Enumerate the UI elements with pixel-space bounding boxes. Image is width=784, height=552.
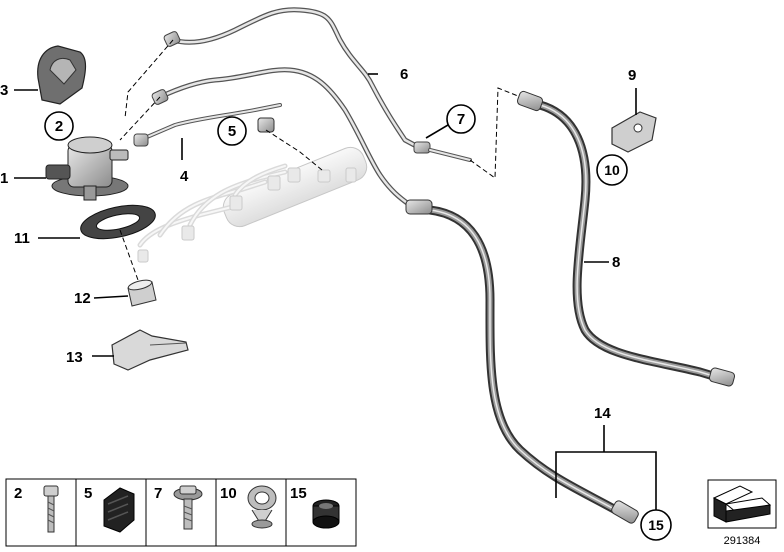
reference-box: 291384 (707, 479, 777, 547)
callout-10: 10 (604, 162, 620, 178)
callout-4: 4 (180, 168, 189, 185)
pump-gasket[interactable] (78, 199, 159, 244)
callout-12: 12 (74, 290, 91, 307)
legend-item-7[interactable]: 7 (154, 485, 203, 530)
callout-9: 9 (628, 67, 636, 84)
view-direction-icon (712, 485, 772, 523)
hose-clamp-icon (247, 485, 277, 529)
legend-item-2[interactable]: 2 (14, 485, 59, 533)
callout-5-circle: 5 (217, 116, 247, 146)
callout-14: 14 (594, 405, 611, 422)
high-pressure-line-upper[interactable] (163, 7, 472, 162)
dashed-leaders (119, 39, 519, 281)
flange-bolt-icon (173, 485, 203, 530)
rail-connector[interactable] (257, 117, 275, 133)
callout-11: 11 (14, 230, 30, 247)
callout-2: 2 (55, 118, 63, 135)
callout-10-circle: 10 (596, 154, 628, 186)
legend-item-5[interactable]: 5 (84, 485, 135, 533)
line-bracket[interactable] (111, 329, 189, 371)
pump-cover[interactable] (37, 45, 87, 105)
callout-2-circle: 2 (44, 111, 74, 141)
legend-label-5: 5 (84, 485, 92, 502)
callout-5: 5 (228, 123, 236, 140)
callout-13: 13 (66, 349, 83, 366)
rubber-mount-icon (103, 487, 135, 533)
legend-item-10[interactable]: 10 (220, 485, 277, 529)
bolt-icon (43, 485, 59, 533)
leader-lines (14, 73, 657, 515)
callout-6: 6 (400, 66, 408, 83)
high-pressure-pump[interactable] (45, 136, 129, 201)
hose-bracket[interactable] (611, 111, 657, 153)
legend-label-2: 2 (14, 485, 22, 502)
legend-label-10: 10 (220, 485, 237, 502)
legend-label-7: 7 (154, 485, 162, 502)
parts-legend: 2 5 7 10 (5, 478, 357, 547)
callout-8: 8 (612, 254, 620, 271)
callout-15: 15 (648, 517, 664, 533)
callout-7: 7 (457, 111, 465, 128)
pump-sleeve[interactable] (127, 278, 157, 307)
callout-3: 3 (0, 82, 8, 99)
callout-1: 1 (0, 170, 8, 187)
fuel-rail (137, 146, 368, 263)
callout-15-circle: 15 (640, 509, 672, 541)
fuel-hose-long[interactable] (405, 199, 640, 525)
callout-7-circle: 7 (446, 104, 476, 134)
grommet-icon (312, 499, 340, 529)
legend-label-15: 15 (290, 485, 307, 502)
legend-item-15[interactable]: 15 (290, 485, 340, 529)
reference-number: 291384 (724, 535, 761, 547)
fuel-hose-right[interactable] (516, 90, 736, 387)
